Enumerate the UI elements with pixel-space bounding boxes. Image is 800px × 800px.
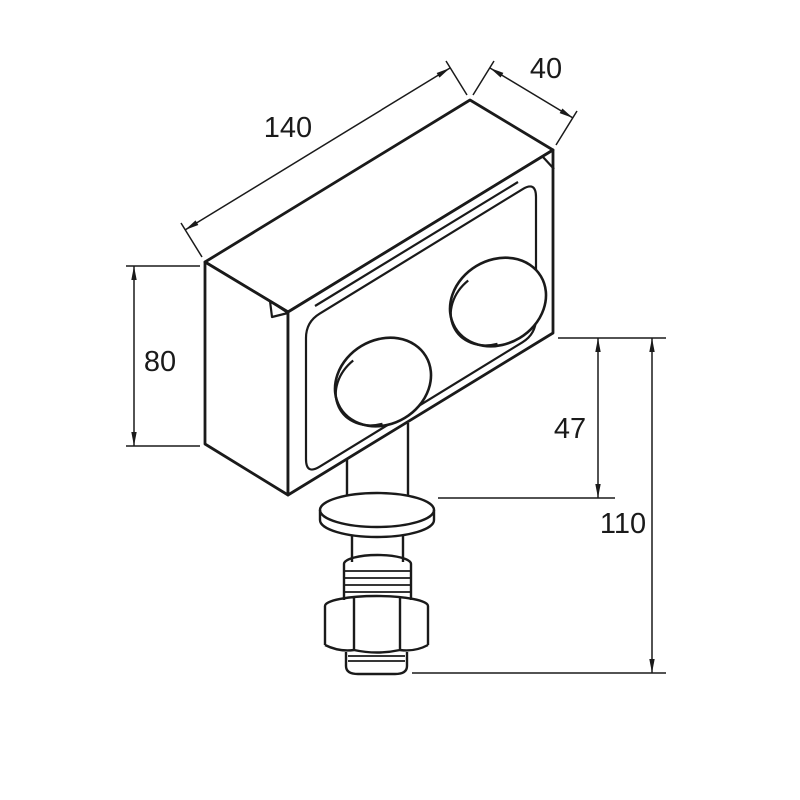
ext-line bbox=[180, 60, 468, 258]
dimension-shaft-total: 110 bbox=[412, 338, 666, 674]
dimension-depth: 40 bbox=[472, 53, 578, 146]
ext-line bbox=[126, 265, 200, 447]
dim-line-140 bbox=[184, 67, 451, 231]
dim-label-40: 40 bbox=[530, 53, 562, 85]
corner-chamfer-mark bbox=[542, 156, 555, 170]
dim-line-40 bbox=[489, 67, 574, 119]
dim-label-110: 110 bbox=[600, 508, 646, 540]
right-hole-bore-arc bbox=[449, 279, 498, 347]
thread-section bbox=[342, 553, 413, 600]
dim-label-47: 47 bbox=[554, 413, 586, 445]
dimension-length: 140 bbox=[180, 60, 468, 258]
mounting-holes bbox=[333, 256, 548, 428]
upper-shaft bbox=[345, 423, 410, 496]
bolt-assembly bbox=[318, 423, 436, 676]
mid-shaft bbox=[350, 536, 405, 562]
front-plate-outline bbox=[304, 185, 538, 471]
dimension-shaft-upper: 47 bbox=[438, 337, 666, 499]
left-corner-notch bbox=[268, 299, 290, 319]
ext-line bbox=[472, 60, 578, 146]
dim-label-80: 80 bbox=[144, 346, 176, 378]
lower-thread-lines bbox=[348, 655, 405, 662]
dim-label-140: 140 bbox=[264, 112, 312, 144]
dimension-height: 80 bbox=[126, 265, 200, 447]
front-plate-chamfer-line bbox=[314, 181, 519, 307]
left-hole-bore-arc bbox=[334, 359, 383, 427]
ext-line bbox=[438, 337, 666, 499]
washer-rim bbox=[318, 510, 436, 539]
bolt-end-cap bbox=[344, 652, 409, 676]
hex-nut bbox=[323, 594, 430, 654]
washer-top bbox=[318, 491, 436, 529]
thread-lines bbox=[345, 570, 410, 593]
